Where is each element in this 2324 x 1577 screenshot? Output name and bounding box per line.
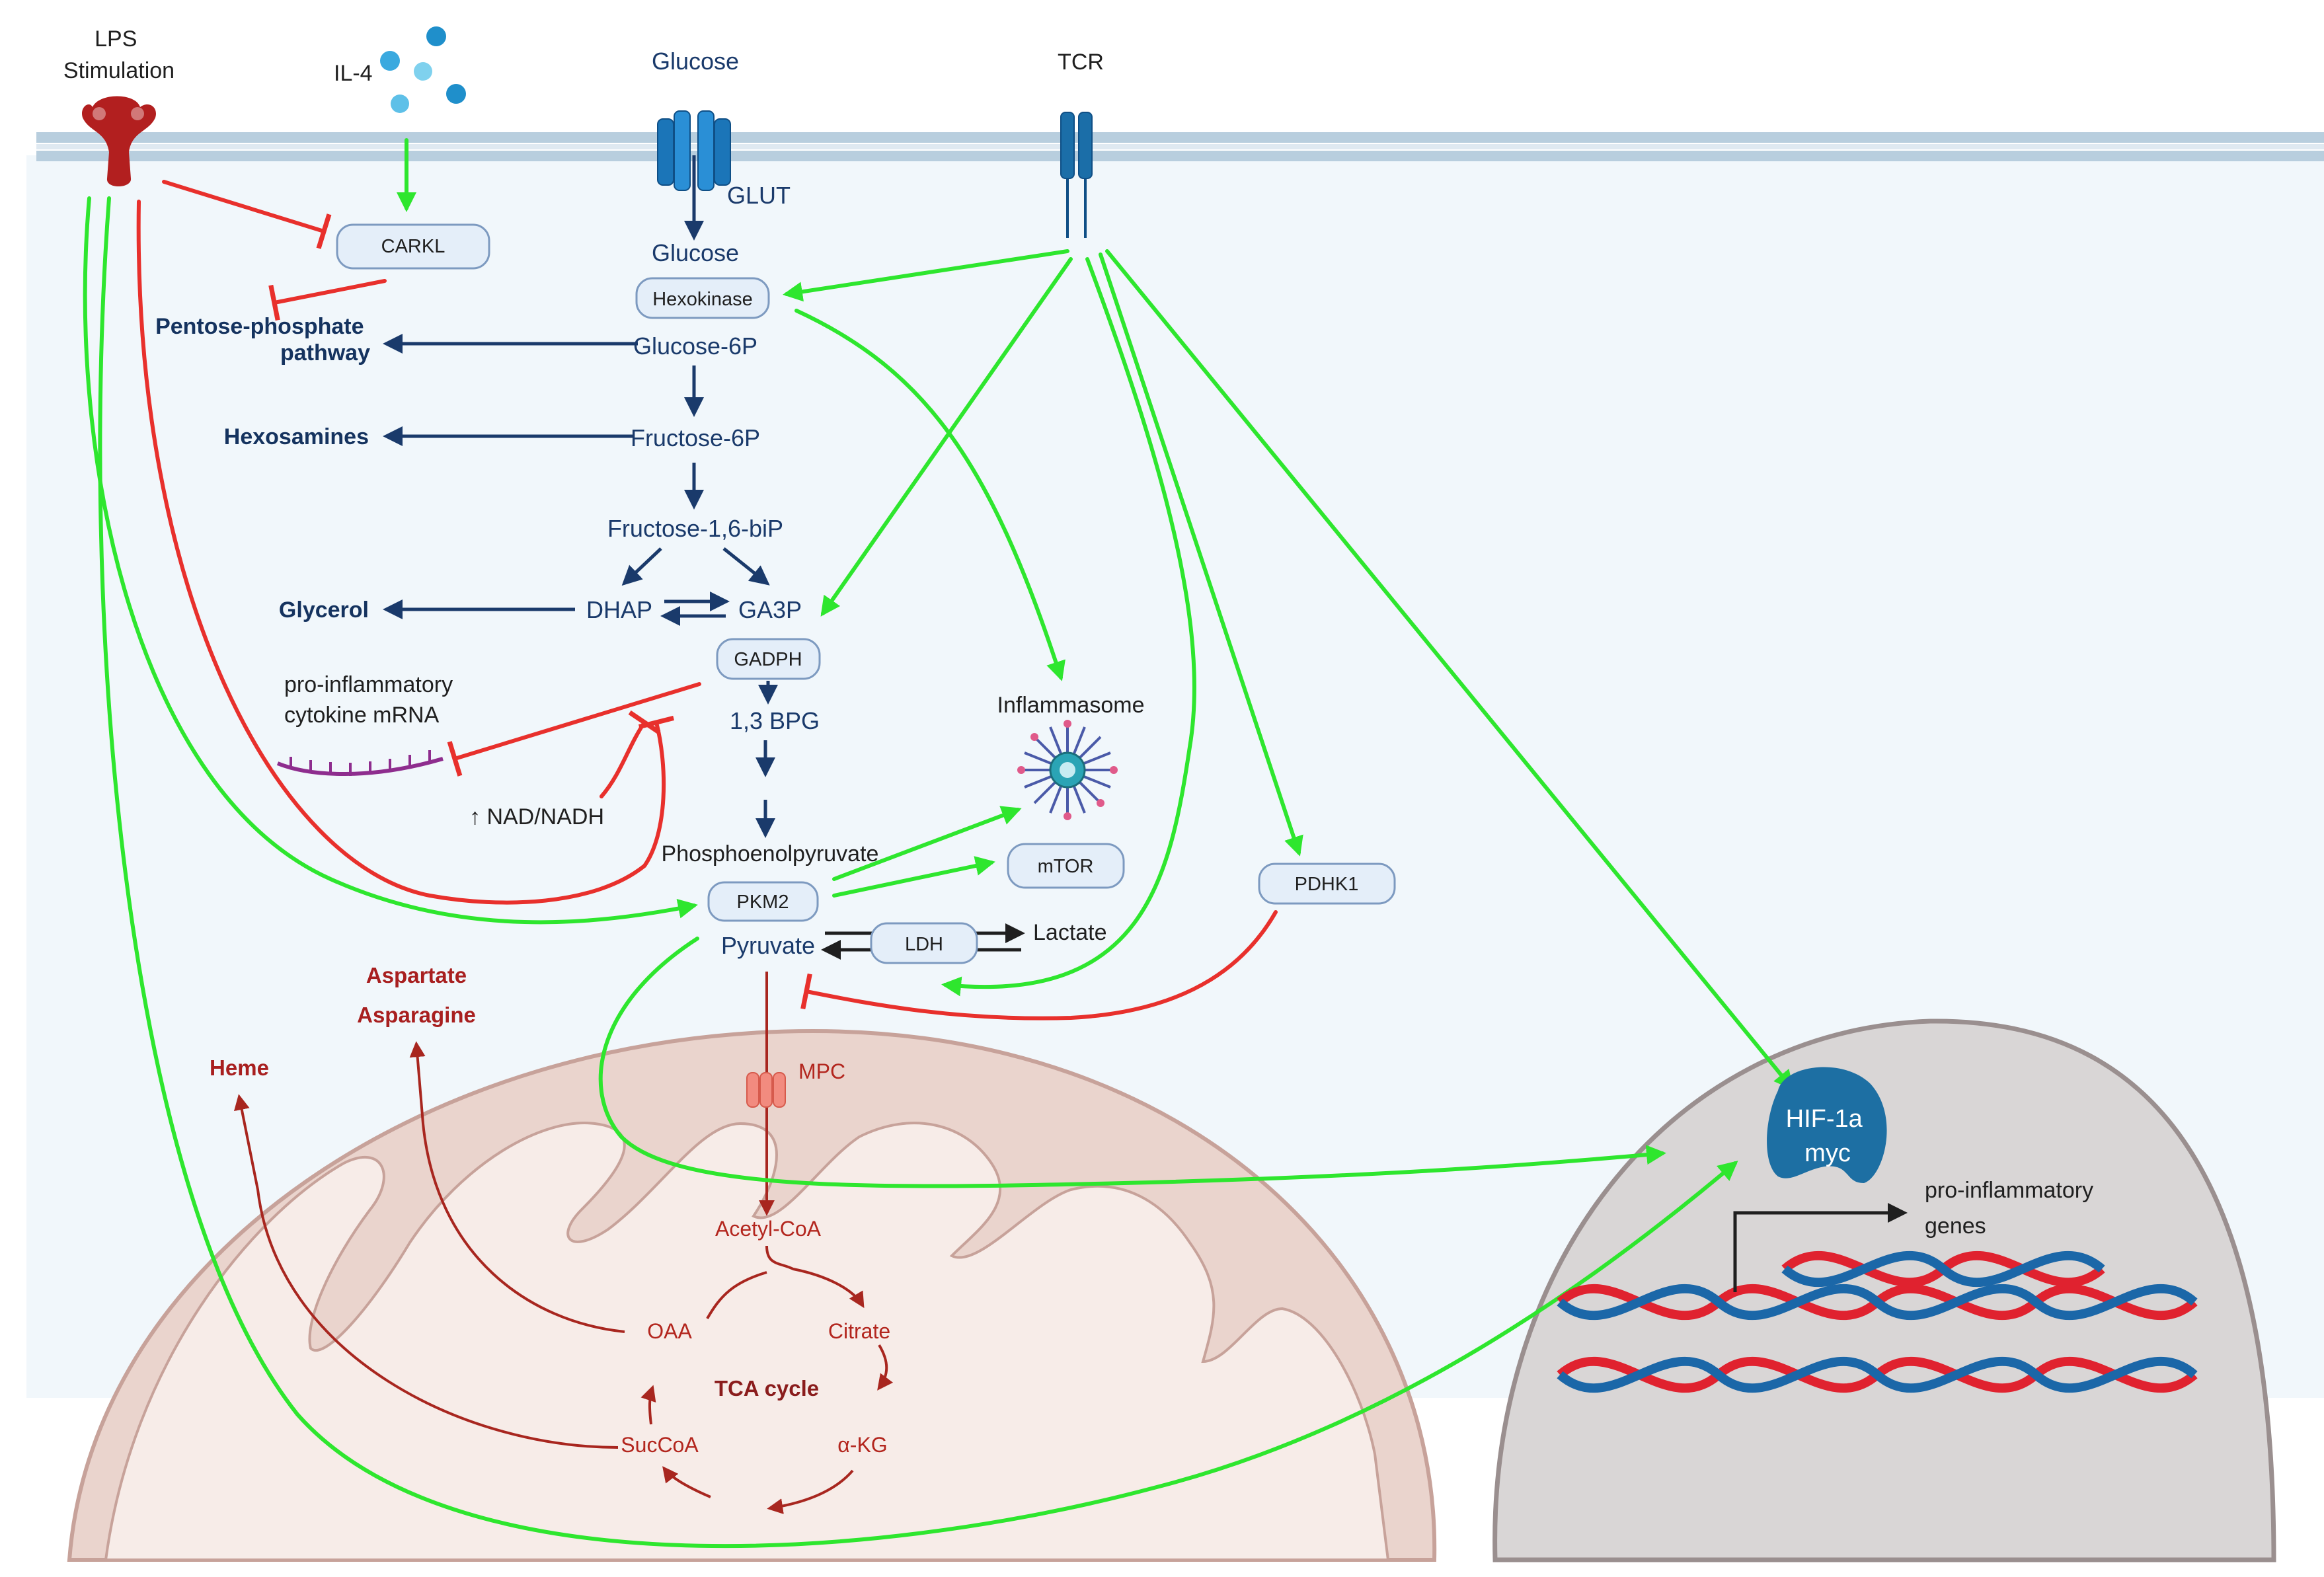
asparagine-label: Asparagine	[357, 1003, 476, 1027]
inhibition-arrows	[136, 180, 1278, 1020]
dhap-label: DHAP	[586, 596, 652, 623]
gadph-label: GADPH	[734, 649, 802, 670]
hif-myc-label: HIF-1a myc	[1786, 1105, 1870, 1167]
citrate-label: Citrate	[828, 1319, 890, 1343]
mrna-bases-icon	[290, 750, 431, 776]
glucose-6p-label: Glucose-6P	[633, 332, 757, 360]
mtor-box	[1007, 843, 1125, 889]
mtor-label: mTOR	[1038, 856, 1094, 877]
il4-molecules-icon	[380, 26, 466, 113]
pep-label: Phosphoenolpyruvate	[662, 841, 879, 866]
glycolysis-arrows	[383, 155, 778, 838]
lactate-label: Lactate	[1033, 920, 1107, 945]
mpc-label: MPC	[798, 1059, 845, 1083]
dna-double-helix-icon	[1557, 1250, 2198, 1393]
glut-transporter-icon	[657, 110, 731, 191]
carkl-box	[336, 223, 490, 270]
glucose-label: Glucose	[652, 239, 739, 266]
pro-inflammatory-genes-label: pro-inflammatory genes	[1925, 1178, 2100, 1239]
tca-cycle-label: TCA cycle	[715, 1376, 819, 1401]
lps-receptor-icon	[81, 96, 156, 187]
inflammasome-icon	[1017, 720, 1118, 820]
pkm2-box	[707, 881, 819, 922]
fructose-16bip-label: Fructose-1,6-biP	[607, 515, 783, 542]
ldh-label: LDH	[905, 934, 943, 955]
mitochondrion	[67, 1028, 1437, 1562]
gadph-box	[716, 638, 821, 680]
il4-label: IL-4	[334, 61, 373, 86]
tcr-receptor-icon	[1060, 112, 1093, 238]
hexosamines-label: Hexosamines	[224, 424, 369, 449]
hif-myc-complex	[1767, 1067, 1887, 1183]
aspartate-label: Aspartate	[366, 963, 467, 987]
glut-label: GLUT	[727, 182, 791, 209]
pdhk1-box	[1258, 863, 1396, 905]
nucleus	[1492, 1019, 2276, 1562]
heme-label: Heme	[210, 1056, 269, 1080]
hexokinase-label: Hexokinase	[652, 289, 753, 310]
mitochondrial-cristae	[104, 1122, 1390, 1561]
inflammasome-label: Inflammasome	[997, 693, 1145, 718]
carkl-label: CARKL	[381, 236, 445, 257]
nad-nadh-label: ↑ NAD/NADH	[469, 804, 604, 829]
akg-label: α-KG	[837, 1433, 887, 1457]
tcr-label: TCR	[1058, 50, 1104, 75]
transcription-arrow	[1733, 1203, 1908, 1292]
ldh-box	[870, 922, 978, 964]
mpc-transporter-icon	[746, 1072, 786, 1108]
pyruvate-label: Pyruvate	[721, 932, 815, 959]
ppp-label: Pentose-phosphate pathway	[155, 314, 370, 365]
pkm2-label: PKM2	[737, 892, 789, 913]
bpg-label: 1,3 BPG	[730, 707, 820, 734]
acetyl-coa-label: Acetyl-CoA	[715, 1217, 822, 1241]
lps-label: LPS Stimulation	[63, 26, 174, 83]
activation-arrows	[83, 138, 1794, 1549]
hexokinase-box	[635, 277, 770, 319]
pdhk1-label: PDHK1	[1295, 874, 1359, 895]
oaa-label: OAA	[647, 1319, 692, 1343]
glycerol-label: Glycerol	[279, 597, 369, 623]
glucose-extracellular-label: Glucose	[652, 48, 739, 75]
fructose-6p-label: Fructose-6P	[631, 424, 760, 451]
cell-membrane	[36, 132, 2324, 161]
cytokine-mrna-label: pro-inflammatory cytokine mRNA	[284, 672, 459, 728]
succoa-label: SucCoA	[621, 1433, 699, 1457]
ga3p-label: GA3P	[738, 596, 802, 623]
